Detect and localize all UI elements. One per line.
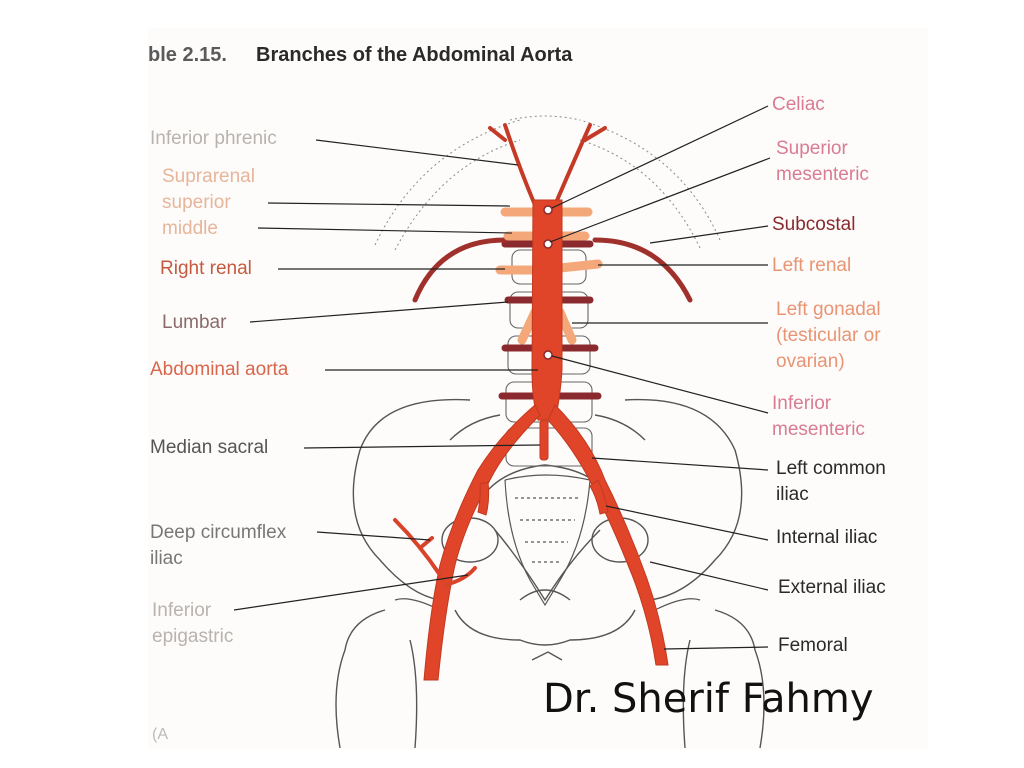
branch-markers (543, 205, 553, 360)
label-external-iliac: External iliac (778, 577, 886, 598)
label-left-gonadal: Left gonadal (testicular or ovarian) (776, 299, 881, 372)
sacrum (504, 474, 591, 607)
pelvis-outline (335, 398, 765, 749)
label-abdominal-aorta: Abdominal aorta (150, 359, 289, 380)
label-superior-mesenteric: Superior mesenteric (776, 138, 869, 185)
subcostal-arteries (412, 237, 693, 303)
label-right-renal: Right renal (160, 258, 252, 279)
label-deep-circumflex-iliac: Deep circumflex iliac (150, 522, 287, 569)
label-lumbar: Lumbar (162, 312, 227, 333)
label-left-renal: Left renal (772, 255, 852, 276)
label-inferior-epigastric: Inferior epigastric (152, 600, 234, 647)
label-internal-iliac: Internal iliac (776, 527, 878, 548)
table-number: ble 2.15. (148, 44, 227, 66)
label-inferior-mesenteric: Inferior mesenteric (772, 393, 865, 440)
label-left-common-iliac: Left common iliac (776, 458, 886, 505)
inferior-phrenic-arteries (488, 123, 607, 207)
label-femoral: Femoral (778, 635, 848, 656)
label-suprarenal: Suprarenal superior middle (162, 166, 255, 239)
label-median-sacral: Median sacral (150, 437, 269, 458)
label-celiac: Celiac (772, 94, 825, 115)
table-title: Branches of the Abdominal Aorta (256, 44, 573, 66)
label-inferior-phrenic: Inferior phrenic (150, 128, 277, 149)
aorta-and-iliacs (423, 199, 669, 681)
author-credit: Dr. Sherif Fahmy (543, 676, 874, 722)
leader-lines (233, 105, 771, 650)
panel-letter: (A (152, 726, 168, 743)
label-subcostal: Subcostal (772, 214, 856, 235)
